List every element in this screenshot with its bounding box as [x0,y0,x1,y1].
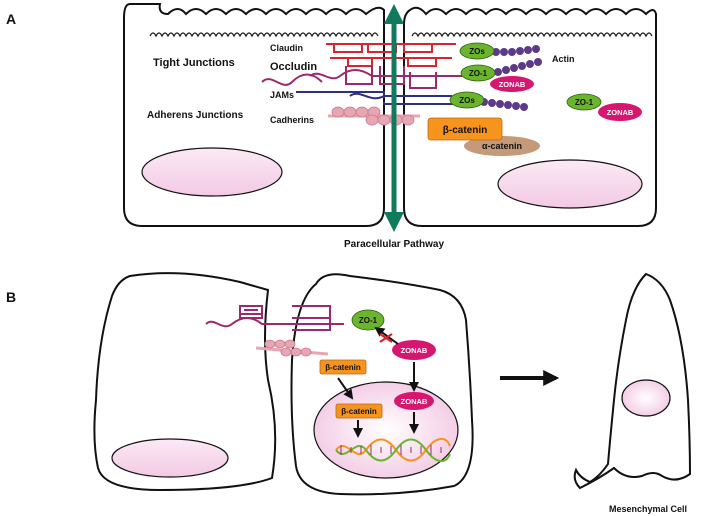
occludin-strands-b [205,305,344,331]
zos-mid-protein: ZOs [449,91,485,109]
nucleus-b-middle [313,381,459,479]
svg-text:ZO-1: ZO-1 [575,98,594,107]
panel-b-label: B [6,289,16,305]
zo1-protein-b: ZO-1 [351,309,385,331]
beta-catenin-translocation-arrow [337,377,354,400]
beta-catenin-protein-b: β-catenin [319,359,367,375]
paracellular-pathway-label: Paracellular Pathway [344,239,444,250]
svg-text:ZOs: ZOs [459,96,475,105]
zo1-right-protein: ZO-1 [566,93,602,111]
mesenchymal-cell [573,272,692,490]
svg-text:ZONAB: ZONAB [401,346,428,355]
occludin-strands [261,66,462,89]
zonab-right-protein: ZONAB [598,103,642,121]
nucleus-a-left [141,147,283,197]
zonab-protein-a: ZONAB [490,76,534,92]
block-x-mark [379,333,393,343]
svg-text:ZO-1: ZO-1 [469,69,488,78]
svg-text:β-catenin: β-catenin [325,363,361,372]
beta-catenin-nucleus-protein: β-catenin [335,403,383,419]
svg-text:ZOs: ZOs [469,47,485,56]
actin-chains [480,45,542,111]
cadherin-beads [328,106,420,126]
svg-text:β-catenin: β-catenin [341,407,377,416]
adherens-junctions-label: Adherens Junctions [147,110,244,121]
tight-junctions-label: Tight Junctions [153,57,235,69]
svg-text:ZONAB: ZONAB [607,108,634,117]
jams-label: JAMs [270,90,294,100]
svg-text:β-catenin: β-catenin [443,125,487,136]
actin-label: Actin [552,54,575,64]
svg-text:α-catenin: α-catenin [482,141,522,151]
zo1-protein-a: ZO-1 [460,64,496,82]
nucleus-mesenchymal [621,379,671,417]
cadherins-label: Cadherins [270,115,314,125]
claudin-label: Claudin [270,43,303,53]
dissociation-arrow [374,326,399,345]
zos-top-protein: ZOs [459,42,495,60]
cell-b-left [93,272,277,492]
svg-text:ZO-1: ZO-1 [359,316,378,325]
mesenchymal-cell-label: Mesenchymal Cell [609,504,687,514]
beta-catenin-protein-a: β-catenin [427,117,503,141]
svg-text:ZONAB: ZONAB [401,397,428,406]
nucleus-b-left [111,438,229,478]
microvilli [149,32,653,38]
panel-a-label: A [6,11,16,27]
alpha-catenin-protein: α-catenin [464,136,540,156]
nucleus-a-right [497,159,643,209]
occludin-label: Occludin [270,61,317,73]
cadherin-beads-b [255,339,329,357]
dna-helix [335,438,451,462]
zonab-protein-b: ZONAB [392,340,436,360]
zonab-nucleus-protein: ZONAB [394,392,434,410]
svg-text:ZONAB: ZONAB [499,80,526,89]
